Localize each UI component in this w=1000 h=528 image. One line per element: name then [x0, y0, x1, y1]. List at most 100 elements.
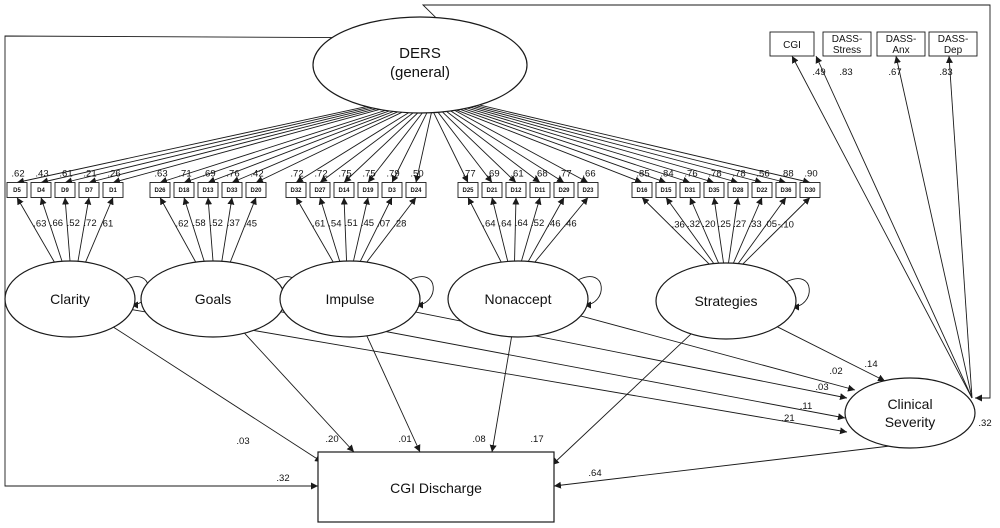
path-impulse-to-discharge	[366, 335, 421, 453]
severity-indicator-label-3-a: DASS-	[938, 34, 969, 45]
loading-strategies-d28: .27	[733, 219, 746, 230]
path-goals-d20	[229, 197, 257, 263]
indicator-box-d24	[405, 182, 427, 198]
loading-clarity-d4: .66	[50, 218, 63, 229]
factor-label-strategies: Strategies	[694, 293, 757, 309]
loading-goals-d26: .62	[175, 219, 188, 230]
path-strategies-d35	[711, 197, 724, 264]
path-nonaccept-d29	[527, 197, 565, 262]
path-ders-d22	[473, 106, 763, 185]
indicator-code-d7: D7	[85, 188, 93, 194]
loading-ders-d3: .79	[386, 169, 399, 180]
indicator-box-d4	[30, 182, 52, 198]
indicator-box-d18	[173, 182, 195, 198]
path-strategies-d22	[732, 197, 763, 264]
path-ders-d16	[456, 109, 643, 184]
residual-loop-impulse	[409, 276, 434, 309]
factor-label-nonaccept: Nonaccept	[485, 291, 552, 307]
path-ders-d23	[454, 110, 589, 183]
indicator-box-d30	[799, 182, 821, 198]
path-nonaccept-d25	[467, 197, 502, 263]
loading-ders-d27: .72	[314, 169, 327, 180]
path-strategies-to-severity	[777, 326, 886, 382]
path-impulse-d24	[366, 197, 417, 263]
path-impulse-d19	[353, 197, 370, 262]
indicator-box-d15	[655, 182, 677, 198]
loading-ders-d7: .21	[83, 169, 96, 180]
clinical-severity-factor: Clinical Severity	[844, 377, 976, 449]
loading-ders-d36: .88	[780, 169, 793, 180]
path-ders-d14	[343, 112, 419, 183]
loading-ders-d28: .78	[732, 169, 745, 180]
indicator-code-d33: D33	[226, 188, 238, 194]
loading-ders-d35: .78	[708, 169, 721, 180]
path-clarity-d9	[62, 197, 71, 262]
path-impulse-d14	[340, 197, 348, 262]
loading-ders-d19: .75	[362, 169, 375, 180]
loading-ders-d20: .42	[250, 169, 263, 180]
coef-severity-to-discharge: .64	[588, 468, 601, 479]
coef-ders-to-discharge: .32	[276, 473, 289, 484]
indicator-code-d9: D9	[61, 188, 69, 194]
path-ders-d28	[470, 106, 739, 184]
path-ders-d11	[446, 111, 541, 183]
severity-indicator-box-2	[876, 31, 926, 57]
indicator-box-d29	[553, 182, 575, 198]
path-goals-d13	[205, 197, 214, 262]
loading-ders-d32: .72	[290, 169, 303, 180]
path-clarity-d5	[16, 197, 55, 263]
loading-strategies-d22: .33	[749, 219, 762, 230]
loading-impulse-d14: .51	[345, 218, 358, 229]
indicator-box-d1	[102, 182, 124, 198]
path-nonaccept-d11	[521, 197, 542, 262]
loading-clarity-d1: .61	[100, 219, 113, 230]
indicator-box-d28	[727, 182, 749, 198]
path-nonaccept-d23	[534, 197, 589, 263]
path-ders-d15	[460, 109, 667, 184]
coef-clarity-to-discharge: .03	[236, 436, 249, 447]
path-strategies-d36	[737, 197, 787, 264]
path-ders-d26	[159, 109, 386, 184]
loading-ders-d11: .68	[534, 169, 547, 180]
path-severity-indicator-3	[945, 55, 973, 399]
coef-clarity-to-severity: .21	[781, 413, 794, 424]
coef-ders-to-severity: .32	[978, 418, 991, 429]
path-clarity-d4	[39, 197, 63, 262]
factor-clarity	[4, 260, 136, 338]
indicator-code-d5: D5	[13, 188, 21, 194]
path-ders-to-discharge	[4, 35, 333, 490]
loading-ders-d29: .77	[558, 169, 571, 180]
loading-strategies-d16: .36	[672, 219, 685, 230]
path-ders-d29	[450, 110, 565, 183]
loading-nonaccept-d11: .52	[531, 218, 544, 229]
indicator-code-d1: D1	[109, 188, 117, 194]
indicator-code-d23: D23	[582, 188, 594, 194]
path-ders-d30	[479, 104, 811, 185]
cgi-discharge-box: CGI Discharge	[317, 451, 555, 523]
coef-nonaccept-to-discharge: .08	[472, 434, 485, 445]
path-severity-indicator-1	[815, 55, 973, 399]
indicator-box-d14	[333, 182, 355, 198]
loading-ders-d13: .69	[202, 169, 215, 180]
indicator-code-d22: D22	[756, 188, 768, 194]
loading-impulse-d3: .07	[377, 218, 390, 229]
indicator-box-d12	[505, 182, 527, 198]
path-ders-d25	[433, 112, 469, 183]
path-goals-d26	[159, 197, 197, 263]
cgi-discharge-label: CGI Discharge	[390, 480, 482, 496]
indicator-box-d22	[751, 182, 773, 198]
loading-nonaccept-d29: .46	[547, 218, 560, 229]
factor-impulse	[279, 260, 421, 338]
indicator-code-d3: D3	[388, 188, 396, 194]
path-ders-d1	[112, 109, 380, 185]
loading-nonaccept-d23: .46	[563, 219, 576, 230]
factor-label-goals: Goals	[195, 291, 232, 307]
path-clarity-d1	[85, 197, 114, 263]
path-ders-to-severity	[421, 4, 991, 402]
loading-ders-d26: .63	[154, 169, 167, 180]
indicator-code-d25: D25	[462, 188, 474, 194]
indicator-code-d32: D32	[290, 188, 302, 194]
residual-loop-strategies	[785, 278, 810, 311]
path-ders-d32	[295, 112, 409, 183]
path-nonaccept-to-discharge	[489, 336, 513, 453]
